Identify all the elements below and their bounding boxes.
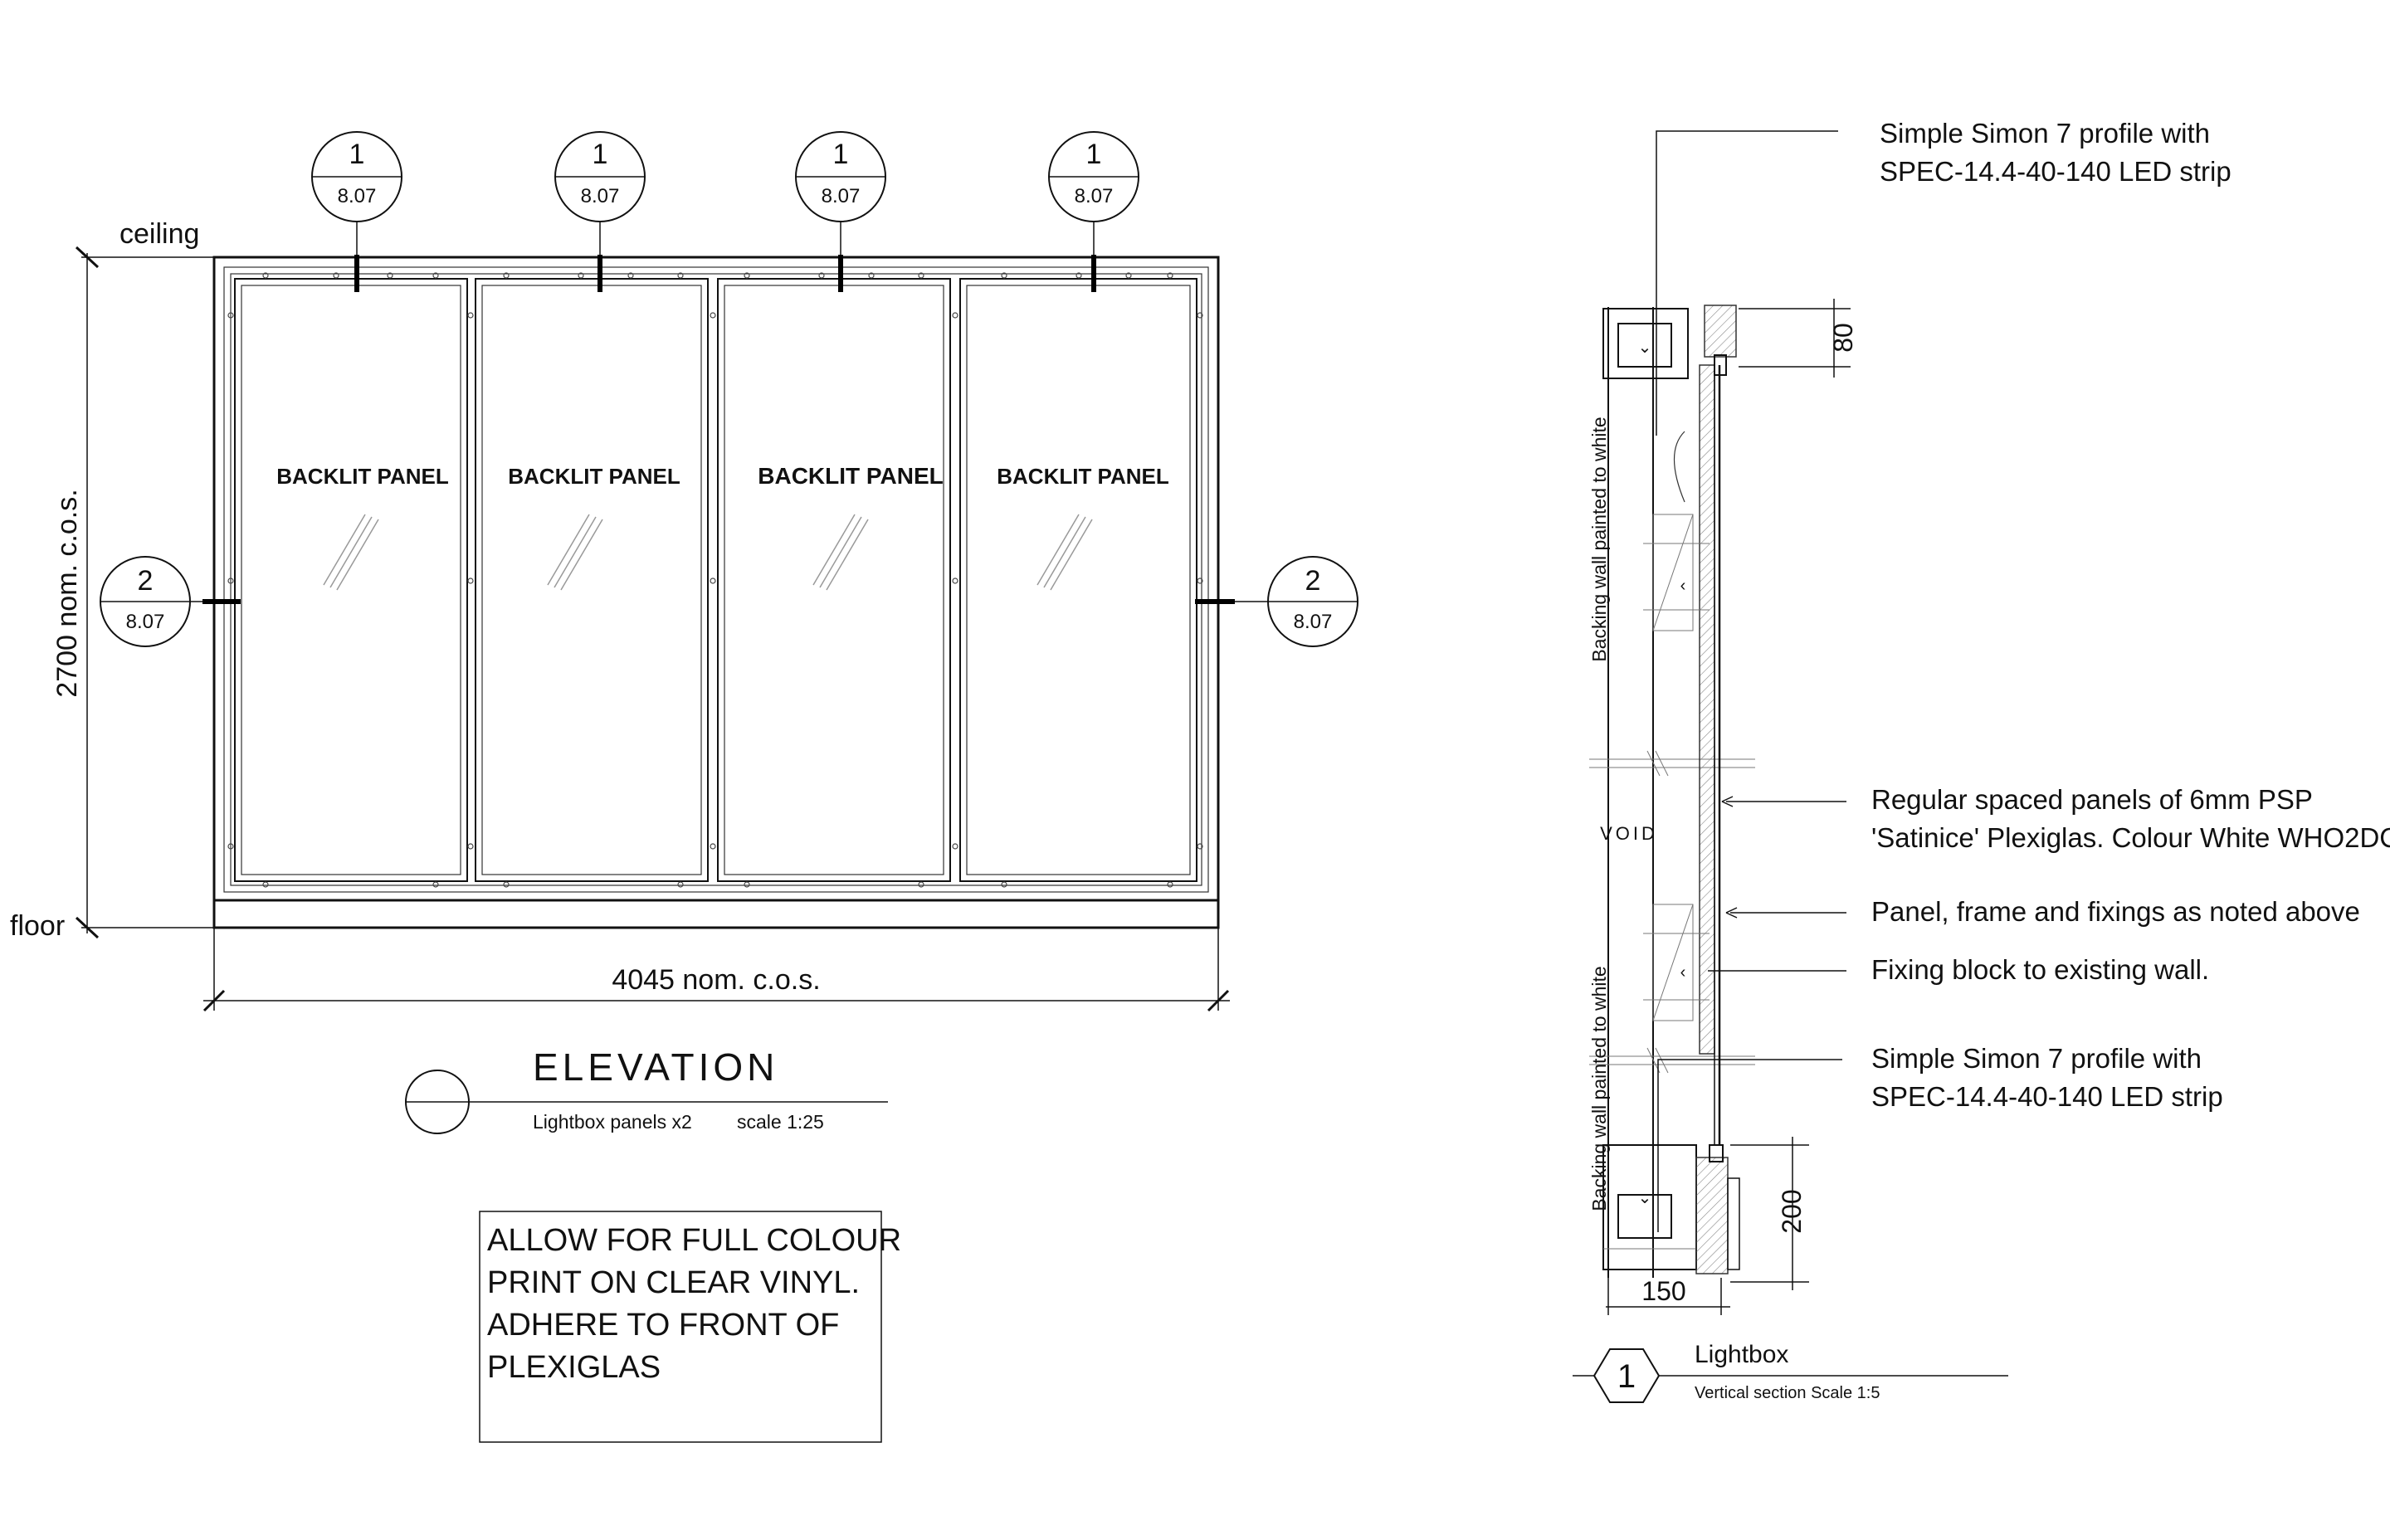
- note-line-3: ADHERE TO FRONT OF: [487, 1308, 839, 1343]
- tag-number: 1: [349, 139, 365, 170]
- panel-label-2: BACKLIT PANEL: [508, 464, 680, 489]
- top-note-line-1: Simple Simon 7 profile with: [1880, 118, 2210, 149]
- top-led-profile: ⌄: [1602, 305, 1737, 503]
- section-tag-top-1: 1 8.07: [311, 131, 402, 292]
- tag-ref: 8.07: [1075, 185, 1114, 207]
- lightbox-outer-frame: [212, 256, 1220, 929]
- tag-ref: 8.07: [1294, 611, 1333, 633]
- svg-text:‹: ‹: [1680, 577, 1686, 595]
- note-line-2: PRINT ON CLEAR VINYL.: [487, 1265, 860, 1300]
- top-note-line-2: SPEC-14.4-40-140 LED strip: [1880, 156, 2231, 187]
- dimension-200-text: 200: [1777, 1189, 1807, 1233]
- panels-note-line-2: 'Satinice' Plexiglas. Colour White WHO2D…: [1871, 822, 2390, 853]
- dimension-150: 150: [1606, 1276, 1730, 1315]
- dimension-200: 200: [1730, 1137, 1809, 1290]
- tag-ref: 8.07: [126, 611, 165, 633]
- dimension-150-text: 150: [1641, 1276, 1685, 1306]
- svg-text:‹: ‹: [1680, 963, 1686, 982]
- panel-label-3: BACKLIT PANEL: [758, 463, 943, 489]
- inner-frame-2: [230, 273, 1202, 886]
- note-line-4: PLEXIGLAS: [487, 1350, 661, 1385]
- section-tag-top-4: 1 8.07: [1048, 131, 1139, 292]
- section-tag-number: 1: [1617, 1358, 1636, 1395]
- tag-ref: 8.07: [338, 185, 377, 207]
- tag-number: 2: [1305, 565, 1321, 597]
- panel-label-4: BACKLIT PANEL: [997, 464, 1169, 489]
- elevation-view: BACKLIT PANEL BACKLIT PANEL BACKLIT PANE…: [10, 131, 1358, 1443]
- section-title-block: 1 Lightbox Vertical section Scale 1:5: [1573, 1341, 2008, 1403]
- panel-3: [717, 278, 951, 882]
- section-tag-top-2: 1 8.07: [554, 131, 646, 292]
- width-dimension: 4045 nom. c.o.s.: [202, 928, 1230, 1012]
- section-tag-right: 2 8.07: [1195, 556, 1358, 647]
- ceiling-label: ceiling: [120, 218, 199, 250]
- panel-2: [475, 278, 709, 882]
- dimension-80: 80: [1739, 299, 1858, 378]
- bottom-led-profile: ⌄: [1602, 1144, 1740, 1274]
- bottom-note-line-1: Simple Simon 7 profile with: [1871, 1043, 2202, 1074]
- panel-4: [959, 278, 1197, 882]
- backing-wall-upper-label: Backing wall painted to white: [1588, 417, 1610, 661]
- dimension-80-text: 80: [1828, 323, 1858, 353]
- glass-hatch-marks: [323, 514, 1093, 591]
- fixing-block-lower: ‹: [1643, 904, 1710, 1021]
- fixing-block-upper: ‹: [1643, 514, 1710, 631]
- section-tag-top-3: 1 8.07: [795, 131, 886, 292]
- section-tag-left: 2 8.07: [100, 556, 241, 647]
- panels-note-line-1: Regular spaced panels of 6mm PSP: [1871, 784, 2313, 815]
- section-view: ⌄ ⌄ ‹ ‹: [1573, 118, 2390, 1403]
- tag-number: 1: [833, 139, 849, 170]
- tag-number: 1: [1086, 139, 1102, 170]
- height-dimension-text: 2700 nom. c.o.s.: [51, 489, 83, 697]
- width-dimension-text: 4045 nom. c.o.s.: [612, 964, 820, 996]
- bottom-note-line-2: SPEC-14.4-40-140 LED strip: [1871, 1081, 2223, 1112]
- frame-note: Panel, frame and fixings as noted above: [1871, 896, 2360, 927]
- svg-text:⌄: ⌄: [1638, 1189, 1652, 1207]
- section-title: Lightbox: [1695, 1341, 1788, 1368]
- elevation-title: ELEVATION: [533, 1045, 778, 1089]
- floor-label: floor: [10, 910, 65, 942]
- svg-text:⌄: ⌄: [1638, 339, 1652, 357]
- section-subtitle: Vertical section Scale 1:5: [1695, 1384, 1880, 1402]
- height-dimension: 2700 nom. c.o.s.: [51, 246, 214, 939]
- panel-label-1: BACKLIT PANEL: [276, 464, 449, 489]
- tag-ref: 8.07: [581, 185, 620, 207]
- note-line-1: ALLOW FOR FULL COLOUR: [487, 1223, 901, 1258]
- plexiglas-panel-section: [1699, 364, 1715, 1055]
- elevation-scale: scale 1:25: [737, 1111, 824, 1133]
- fixing-note: Fixing block to existing wall.: [1871, 954, 2209, 985]
- backing-wall-lower-label: Backing wall painted to white: [1588, 966, 1610, 1211]
- fixing-dots: [227, 272, 1203, 888]
- panel-1: [234, 278, 468, 882]
- elevation-subtitle: Lightbox panels x2: [533, 1111, 692, 1133]
- leader-lines: [1656, 130, 1846, 1232]
- inner-frame: [223, 266, 1209, 893]
- tag-ref: 8.07: [822, 185, 861, 207]
- tag-number: 1: [593, 139, 608, 170]
- print-note-box: ALLOW FOR FULL COLOUR PRINT ON CLEAR VIN…: [479, 1211, 901, 1443]
- void-label: VOID: [1600, 823, 1658, 844]
- tag-number: 2: [138, 565, 154, 597]
- elevation-title-block: ELEVATION Lightbox panels x2 scale 1:25: [405, 1045, 888, 1134]
